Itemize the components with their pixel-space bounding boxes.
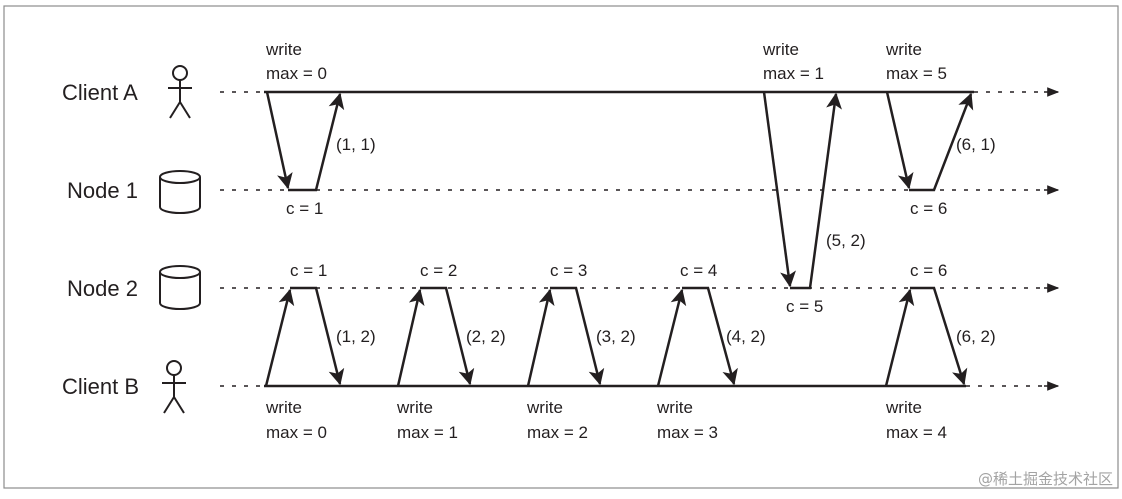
lane-label-client-a: Client A — [62, 80, 138, 105]
counter-label: c = 4 — [680, 261, 717, 280]
database-icon — [159, 265, 201, 310]
timeline-dashes — [220, 91, 1042, 387]
counter-label: c = 6 — [910, 199, 947, 218]
lane-label-node-1: Node 1 — [67, 178, 138, 203]
write-label: write — [265, 398, 302, 417]
response-label: (3, 2) — [596, 327, 636, 346]
person-icon — [168, 65, 192, 119]
write-label: write — [885, 398, 922, 417]
max-label: max = 0 — [266, 423, 327, 442]
counter-label: c = 1 — [290, 261, 327, 280]
lane-label-client-b: Client B — [62, 374, 139, 399]
write-label: write — [265, 40, 302, 59]
response-label: (5, 2) — [826, 231, 866, 250]
message-arrows — [264, 91, 974, 387]
lane-label-node-2: Node 2 — [67, 276, 138, 301]
counter-label: c = 6 — [910, 261, 947, 280]
response-label: (1, 1) — [336, 135, 376, 154]
counter-label: c = 3 — [550, 261, 587, 280]
max-label: max = 1 — [763, 64, 824, 83]
write-label: write — [885, 40, 922, 59]
max-label: max = 1 — [397, 423, 458, 442]
database-icon — [159, 170, 201, 214]
write-label: write — [396, 398, 433, 417]
write-label: write — [656, 398, 693, 417]
person-icon — [162, 360, 186, 414]
write-label: write — [762, 40, 799, 59]
timeline-arrowheads — [1044, 87, 1060, 391]
counter-label: c = 1 — [286, 199, 323, 218]
watermark: @稀土掘金技术社区 — [978, 470, 1113, 488]
response-label: (4, 2) — [726, 327, 766, 346]
response-label: (6, 1) — [956, 135, 996, 154]
write-label: write — [526, 398, 563, 417]
response-label: (2, 2) — [466, 327, 506, 346]
response-label: (1, 2) — [336, 327, 376, 346]
max-label: max = 5 — [886, 64, 947, 83]
max-label: max = 4 — [886, 423, 947, 442]
max-label: max = 0 — [266, 64, 327, 83]
response-label: (6, 2) — [956, 327, 996, 346]
counter-label: c = 2 — [420, 261, 457, 280]
max-label: max = 3 — [657, 423, 718, 442]
counter-label: c = 5 — [786, 297, 823, 316]
frame — [3, 5, 1119, 489]
max-label: max = 2 — [527, 423, 588, 442]
